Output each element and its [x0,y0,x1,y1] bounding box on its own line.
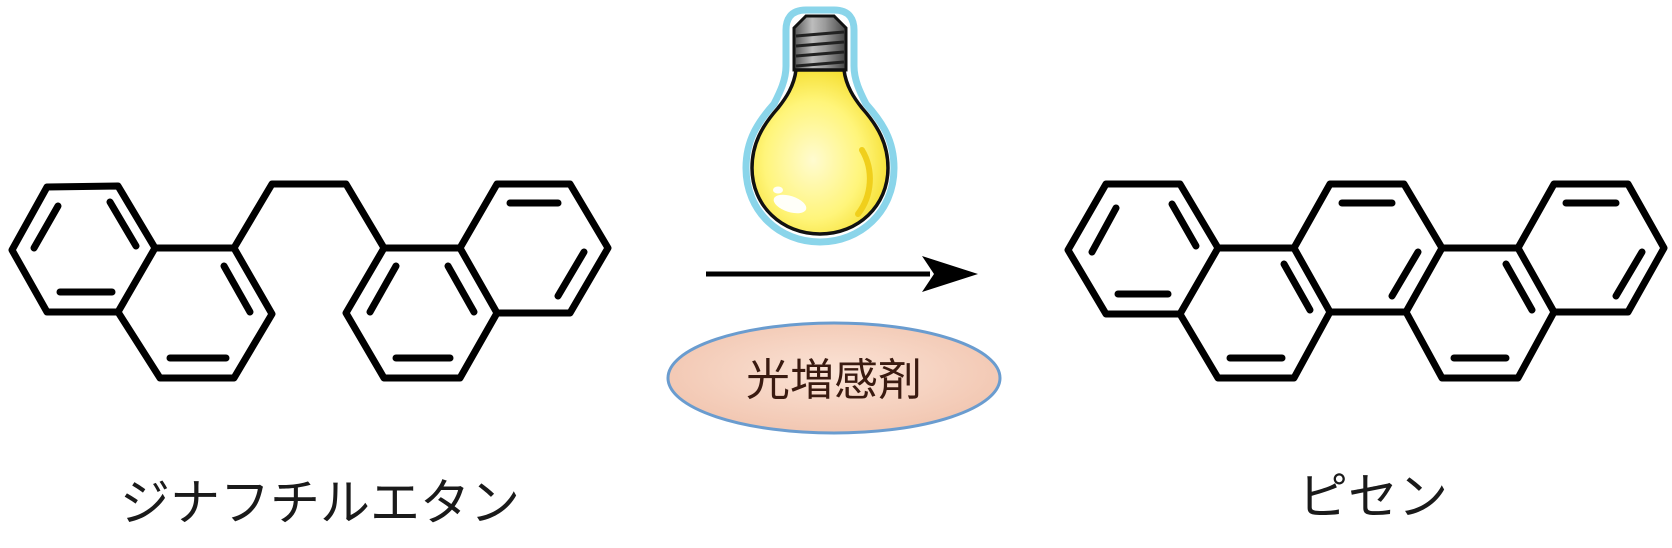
reaction-arrow [706,256,978,292]
light-bulb-icon [742,6,898,246]
reactant-structure [8,180,612,382]
product-structure [1064,180,1668,382]
photosensitizer-badge: 光増感剤 [666,321,1002,435]
reactant-name: ジナフチルエタン [120,474,520,532]
product-name: ピセン [1298,468,1448,526]
condition-label: 光増感剤 [746,355,922,406]
